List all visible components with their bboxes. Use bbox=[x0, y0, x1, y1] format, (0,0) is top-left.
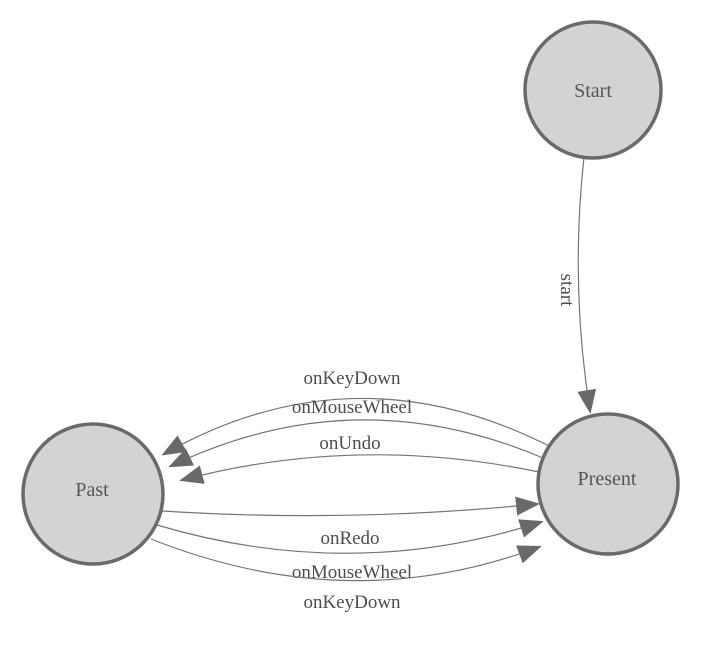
edge-past-to-present-keydown: onKeyDown bbox=[150, 538, 542, 613]
edge-label-onredo: onRedo bbox=[320, 528, 379, 549]
node-present-label: Present bbox=[578, 468, 637, 490]
edge-present-to-past-mousewheel: onMouseWheel bbox=[168, 397, 544, 468]
edge-start-to-present-path[interactable] bbox=[577, 156, 597, 414]
edge-label-start: start bbox=[556, 274, 577, 307]
edge-present-to-past-keydown: onKeyDown bbox=[161, 368, 550, 456]
node-past-circle[interactable] bbox=[21, 422, 165, 566]
edge-present-to-past-undo-path[interactable] bbox=[179, 454, 540, 484]
edge-label-onkeydown-top: onKeyDown bbox=[303, 368, 401, 389]
node-past[interactable]: Past bbox=[21, 422, 165, 566]
edge-present-to-past-undo: onUndo bbox=[179, 433, 540, 484]
edge-past-to-present-keydown-path[interactable] bbox=[150, 538, 542, 582]
edge-start-to-present: start bbox=[556, 156, 597, 414]
edge-past-to-present-redo: onRedo bbox=[161, 496, 540, 549]
node-start-circle[interactable] bbox=[523, 20, 663, 160]
edge-label-onkeydown-bottom: onKeyDown bbox=[303, 592, 401, 613]
edge-label-onmousewheel-bottom: onMouseWheel bbox=[292, 562, 412, 583]
edge-present-to-past-keydown-path[interactable] bbox=[161, 397, 550, 456]
node-present-circle[interactable] bbox=[536, 412, 680, 556]
edge-label-onundo: onUndo bbox=[319, 433, 380, 454]
node-start-label: Start bbox=[574, 80, 612, 102]
edge-label-onmousewheel-top: onMouseWheel bbox=[292, 397, 412, 418]
node-present[interactable]: Present bbox=[536, 412, 680, 556]
edge-past-to-present-redo-path[interactable] bbox=[161, 496, 540, 517]
edge-present-to-past-mousewheel-path[interactable] bbox=[168, 419, 544, 468]
edge-past-to-present-mousewheel-path[interactable] bbox=[156, 519, 544, 554]
edge-past-to-present-mousewheel: onMouseWheel bbox=[156, 519, 544, 583]
node-start[interactable]: Start bbox=[523, 20, 663, 160]
node-past-label: Past bbox=[75, 479, 109, 501]
